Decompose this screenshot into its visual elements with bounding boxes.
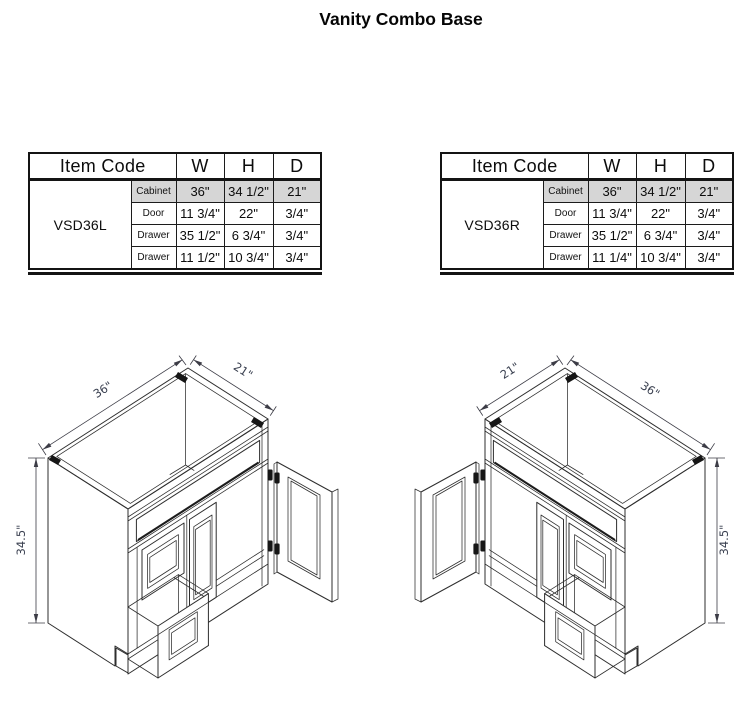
width-value: 35 1/2" xyxy=(587,224,637,247)
width-value: 36" xyxy=(587,179,637,203)
depth-value: 3/4" xyxy=(272,202,322,225)
table-row: VSD36R Cabinet 36" 34 1/2" 21" xyxy=(440,179,734,270)
height-column-header: H xyxy=(635,152,686,181)
table-header-row: Item Code W H D xyxy=(440,152,734,181)
spec-table-vsd36l: Item Code W H D VSD36L Cabinet 36" 34 1/… xyxy=(28,152,322,275)
cabinet-line-art xyxy=(27,354,339,679)
item-code-header: Item Code xyxy=(28,152,177,181)
spec-table-vsd36r: Item Code W H D VSD36R Cabinet 36" 34 1/… xyxy=(440,152,734,275)
width-dimension-label: 36" xyxy=(91,378,115,401)
item-code-value: VSD36R xyxy=(440,179,544,270)
table-header-row: Item Code W H D xyxy=(28,152,322,181)
depth-value: 3/4" xyxy=(684,246,734,270)
table-row: Drawer 35 1/2" 6 3/4" 3/4" xyxy=(441,224,734,247)
depth-column-header: D xyxy=(684,152,734,181)
part-label: Drawer xyxy=(130,246,177,270)
table-row: Drawer 11 1/2" 10 3/4" 3/4" xyxy=(29,246,322,270)
height-value: 6 3/4" xyxy=(223,224,274,247)
width-value: 35 1/2" xyxy=(175,224,225,247)
table-row: Drawer 11 1/4" 10 3/4" 3/4" xyxy=(441,246,734,270)
height-column-header: H xyxy=(223,152,274,181)
height-dimension-label: 34.5" xyxy=(717,525,731,556)
part-label: Door xyxy=(130,202,177,225)
depth-value: 3/4" xyxy=(684,202,734,225)
part-label: Cabinet xyxy=(542,179,589,203)
depth-column-header: D xyxy=(272,152,322,181)
depth-dimension-label: 21" xyxy=(498,359,522,382)
depth-value: 3/4" xyxy=(272,224,322,247)
part-label: Drawer xyxy=(130,224,177,247)
part-label: Drawer xyxy=(542,224,589,247)
height-value: 34 1/2" xyxy=(223,179,274,203)
cabinet-line-art xyxy=(414,354,726,679)
part-label: Door xyxy=(542,202,589,225)
table-row: Door 11 3/4" 22" 3/4" xyxy=(441,202,734,225)
width-value: 36" xyxy=(175,179,225,203)
item-code-value: VSD36L xyxy=(28,179,132,270)
depth-value: 21" xyxy=(272,179,322,203)
part-label: Cabinet xyxy=(130,179,177,203)
depth-value: 21" xyxy=(684,179,734,203)
height-value: 22" xyxy=(635,202,686,225)
part-label: Drawer xyxy=(542,246,589,270)
table-row: Drawer 35 1/2" 6 3/4" 3/4" xyxy=(29,224,322,247)
item-code-header: Item Code xyxy=(440,152,589,181)
width-value: 11 3/4" xyxy=(175,202,225,225)
width-value: 11 1/2" xyxy=(175,246,225,270)
width-dimension-label: 36" xyxy=(638,378,662,401)
width-value: 11 1/4" xyxy=(587,246,637,270)
depth-value: 3/4" xyxy=(684,224,734,247)
height-value: 34 1/2" xyxy=(635,179,686,203)
table-row: VSD36L Cabinet 36" 34 1/2" 21" xyxy=(28,179,322,270)
width-value: 11 3/4" xyxy=(587,202,637,225)
depth-value: 3/4" xyxy=(272,246,322,270)
width-column-header: W xyxy=(175,152,225,181)
vanity-isometric-drawing-right: 21" 36" 34.5" xyxy=(414,354,731,679)
page-title: Vanity Combo Base xyxy=(319,9,483,29)
height-value: 6 3/4" xyxy=(635,224,686,247)
height-value: 10 3/4" xyxy=(635,246,686,270)
width-column-header: W xyxy=(587,152,637,181)
height-value: 22" xyxy=(223,202,274,225)
height-dimension-label: 34.5" xyxy=(14,525,28,556)
vanity-isometric-drawing-left: 36" 21" 34.5" xyxy=(14,354,339,679)
depth-dimension-label: 21" xyxy=(231,359,255,382)
height-value: 10 3/4" xyxy=(223,246,274,270)
